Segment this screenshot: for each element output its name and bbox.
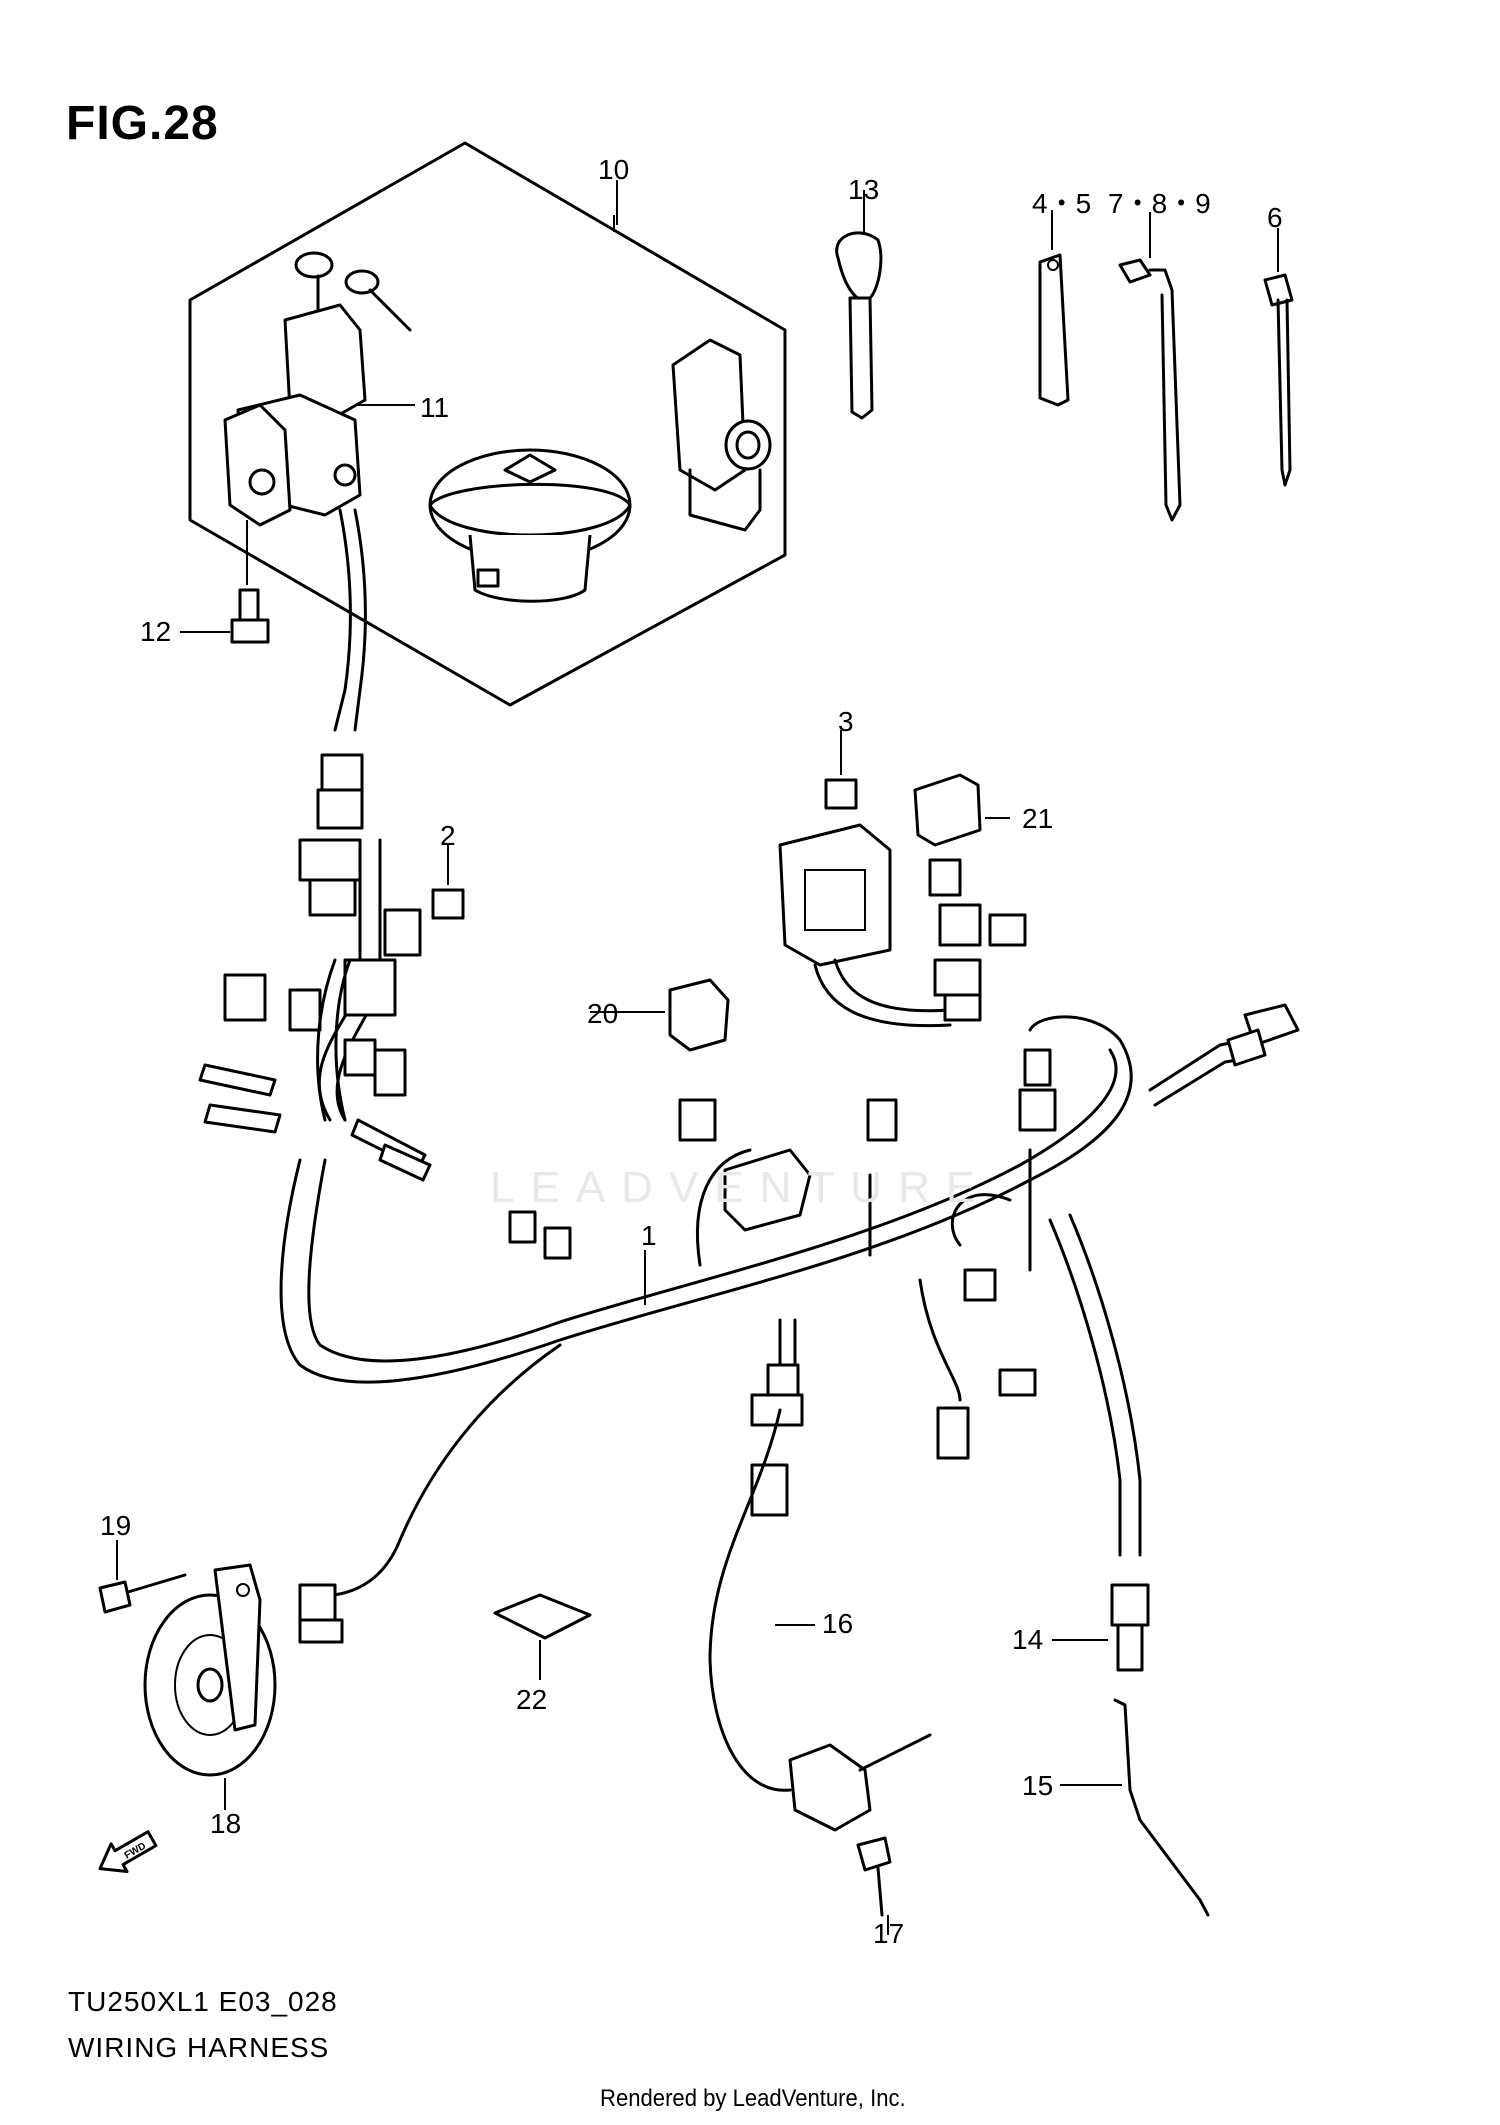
upper-connector-cluster: [198, 753, 432, 1182]
callout-22: 22: [516, 1684, 548, 1715]
model-code: TU250XL1 E03_028: [68, 1986, 338, 2017]
callout-14: 14: [1012, 1624, 1044, 1655]
bolt-17: [856, 1836, 892, 1935]
callout-15: 15: [1022, 1770, 1054, 1801]
central-connectors: [508, 1098, 1037, 1517]
fuse-box: [778, 823, 952, 1028]
footer-credit: Rendered by LeadVenture, Inc.: [600, 2085, 906, 2112]
fwd-arrow-icon: FWD: [98, 1830, 158, 1874]
callout-13: 13: [848, 174, 880, 205]
figure-title: FIG.28: [66, 97, 219, 150]
screw-12: [180, 520, 270, 644]
horn-connector: [298, 1583, 344, 1644]
fuse-3: [824, 730, 858, 810]
relay-21: [913, 773, 1010, 847]
callout-3: 3: [838, 706, 854, 737]
callout-6: 6: [1267, 202, 1283, 233]
ignition-switch: [223, 251, 415, 732]
diagram-subtitle: WIRING HARNESS: [68, 2032, 330, 2063]
callout-11: 11: [420, 392, 450, 423]
callout-21: 21: [1022, 803, 1054, 834]
side-stand-switch-16: [708, 1408, 932, 1832]
callout-20: 20: [587, 998, 619, 1029]
seat-lock: [671, 338, 772, 532]
callout-10: 10: [598, 154, 630, 185]
callout-18: 18: [210, 1808, 242, 1839]
clamp-7-8-9: [1118, 212, 1182, 522]
bolt-19: [98, 1540, 187, 1614]
horn-18: [143, 1563, 277, 1810]
relay-20: [590, 978, 730, 1142]
sensor-14: [1052, 1583, 1150, 1672]
watermark: LEADVENTURE: [490, 1163, 992, 1212]
leader-lines: [616, 180, 646, 1305]
callout-7-8-9: 7・8・9: [1108, 188, 1211, 219]
callout-2: 2: [440, 820, 456, 851]
label-22: [493, 1593, 592, 1680]
spring-15: [1060, 1698, 1210, 1917]
callout-17: 17: [873, 1918, 905, 1949]
clamp-4-5: [1038, 210, 1070, 407]
callout-19: 19: [100, 1510, 132, 1541]
callout-12: 12: [140, 616, 172, 647]
callout-4-5: 4・5: [1032, 188, 1092, 219]
main-wiring-harness: [279, 838, 1252, 1598]
key-13: [835, 190, 883, 420]
callout-1: 1: [641, 1220, 657, 1251]
band-6: [1263, 228, 1294, 487]
relay-2: [431, 845, 465, 920]
right-side-connectors: [928, 858, 1300, 1132]
callout-16: 16: [822, 1608, 854, 1639]
fuel-cap-lock: [428, 448, 632, 603]
ignition-kit-box: [188, 141, 787, 707]
